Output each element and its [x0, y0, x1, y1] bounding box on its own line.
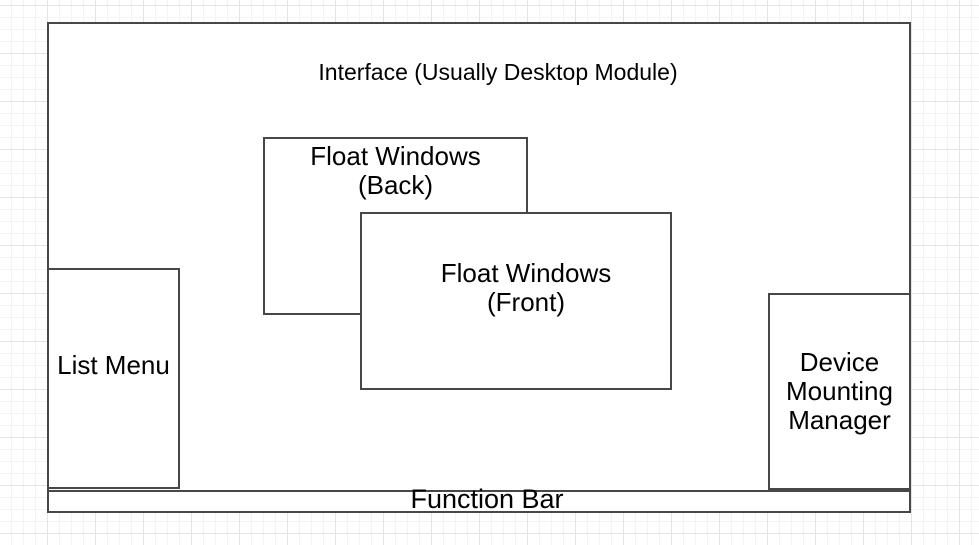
float-back-label-line2: (Back) — [357, 170, 434, 200]
device-label-line1: Device — [799, 347, 880, 377]
device-mounting-manager-box: Device Mounting Manager — [768, 293, 911, 490]
function-bar-box: Function Bar — [47, 485, 911, 514]
float-front-label-line1: Float Windows — [440, 258, 612, 288]
interface-label: Interface (Usually Desktop Module) — [318, 59, 678, 85]
device-label-line3: Manager — [788, 405, 891, 435]
list-menu-label: List Menu — [57, 350, 170, 380]
float-front-label: Float Windows (Front) — [441, 259, 612, 317]
list-menu-box: List Menu — [47, 268, 180, 489]
float-front-label-line2: (Front) — [487, 287, 565, 317]
function-bar-label: Function Bar — [410, 484, 564, 514]
float-back-label-line1: Float Windows — [310, 141, 481, 171]
device-mounting-manager-label: Device Mounting Manager — [786, 348, 893, 435]
device-label-line2: Mounting — [786, 376, 893, 406]
float-windows-front-box: Float Windows (Front) — [360, 212, 672, 390]
